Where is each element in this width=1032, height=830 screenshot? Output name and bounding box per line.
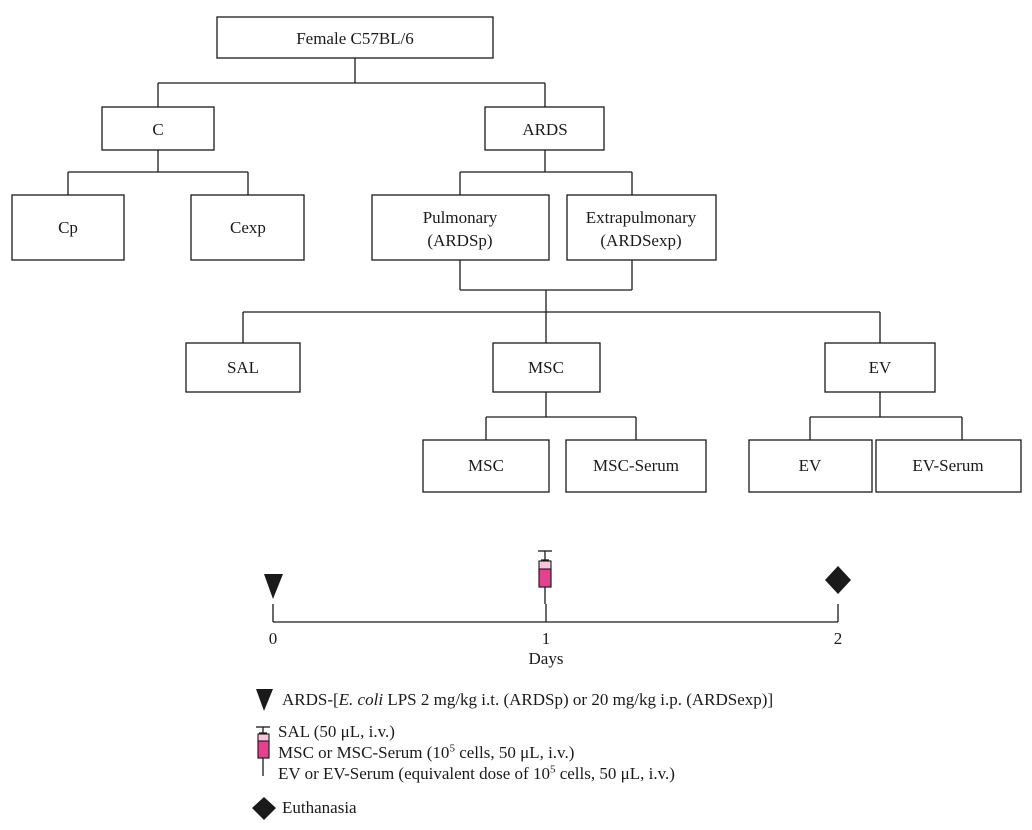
svg-text:Pulmonary: Pulmonary <box>423 208 498 227</box>
control-extrapulmonary-node: Cexp <box>190 194 305 261</box>
syringe-icon <box>538 550 552 604</box>
svg-text:Female C57BL/6: Female C57BL/6 <box>296 29 414 48</box>
svg-text:SAL: SAL <box>227 358 259 377</box>
svg-text:(ARDSp): (ARDSp) <box>427 231 492 250</box>
timeline-axis-title: Days <box>529 649 564 668</box>
legend-sal-text: SAL (50 μL, i.v.) <box>278 722 395 741</box>
svg-text:Cexp: Cexp <box>230 218 266 237</box>
svg-text:ARDS: ARDS <box>522 120 567 139</box>
svg-text:(ARDSexp): (ARDSexp) <box>600 231 681 250</box>
svg-text:EV-Serum: EV-Serum <box>912 456 983 475</box>
svg-text:EV: EV <box>869 358 892 377</box>
legend-ev-text: EV or EV-Serum (equivalent dose of 105 c… <box>278 763 675 783</box>
ev-serum-node: EV-Serum <box>875 439 1022 493</box>
legend-euthanasia-text: Euthanasia <box>282 798 357 817</box>
msc-node: MSC <box>492 342 601 393</box>
triangle-down-icon <box>256 689 273 711</box>
pulmonary-node: Pulmonary (ARDSp) <box>371 194 550 261</box>
svg-text:Extrapulmonary: Extrapulmonary <box>586 208 697 227</box>
control-pulmonary-node: Cp <box>11 194 125 261</box>
syringe-icon <box>256 726 270 776</box>
triangle-down-icon <box>264 574 283 599</box>
legend-icons <box>252 689 276 820</box>
timeline-label-1: 1 <box>542 629 551 648</box>
ards-node: ARDS <box>484 106 605 151</box>
diamond-icon <box>825 566 851 594</box>
control-node: C <box>101 106 215 151</box>
timeline-label-2: 2 <box>834 629 843 648</box>
msc-sub-node: MSC <box>422 439 550 493</box>
sal-node: SAL <box>185 342 301 393</box>
svg-text:MSC: MSC <box>528 358 564 377</box>
legend-ards-text: ARDS-[E. coli LPS 2 mg/kg i.t. (ARDSp) o… <box>282 690 774 709</box>
legend-msc-text: MSC or MSC-Serum (105 cells, 50 μL, i.v.… <box>278 742 575 762</box>
extrapulmonary-node: Extrapulmonary (ARDSexp) <box>566 194 717 261</box>
root-node: Female C57BL/6 <box>216 16 494 59</box>
ev-node: EV <box>824 342 936 393</box>
tree-connectors <box>67 58 963 440</box>
msc-serum-node: MSC-Serum <box>565 439 707 493</box>
diamond-icon <box>252 797 276 820</box>
svg-text:EV: EV <box>799 456 822 475</box>
svg-text:MSC: MSC <box>468 456 504 475</box>
ev-sub-node: EV <box>748 439 873 493</box>
timeline: 0 1 2 Days <box>264 550 851 668</box>
svg-text:MSC-Serum: MSC-Serum <box>593 456 679 475</box>
svg-text:C: C <box>152 120 163 139</box>
timeline-label-0: 0 <box>269 629 278 648</box>
svg-text:Cp: Cp <box>58 218 78 237</box>
